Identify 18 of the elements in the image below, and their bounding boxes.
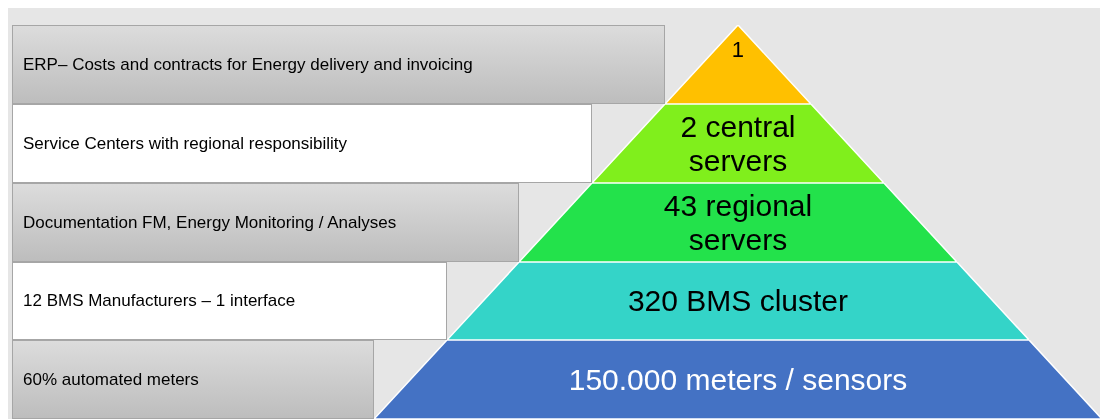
tier-label: 150.000 meters / sensors	[568, 362, 908, 397]
row-label: 12 BMS Manufacturers – 1 interface	[23, 290, 296, 313]
pyramid-tier	[519, 183, 957, 262]
row-band	[12, 104, 592, 183]
pyramid-tier	[592, 104, 884, 183]
row-band	[12, 262, 447, 340]
row-band	[12, 25, 665, 104]
row-band	[12, 340, 374, 419]
tier-label: 320 BMS cluster	[627, 284, 849, 318]
row-label: Documentation FM, Energy Monitoring / Analyses	[23, 211, 397, 234]
tier-label: 43 regional servers	[662, 188, 814, 257]
row-label: ERP– Costs and contracts for Energy delivery and invoicing	[23, 53, 473, 76]
pyramid-tier	[447, 262, 1029, 340]
row-band	[12, 183, 520, 262]
row-label: 60% automated meters	[23, 368, 199, 391]
row-label: Service Centers with regional responsibility	[23, 132, 348, 155]
tier-label: 2 central servers	[679, 109, 797, 178]
tier-label: 1	[731, 36, 745, 64]
